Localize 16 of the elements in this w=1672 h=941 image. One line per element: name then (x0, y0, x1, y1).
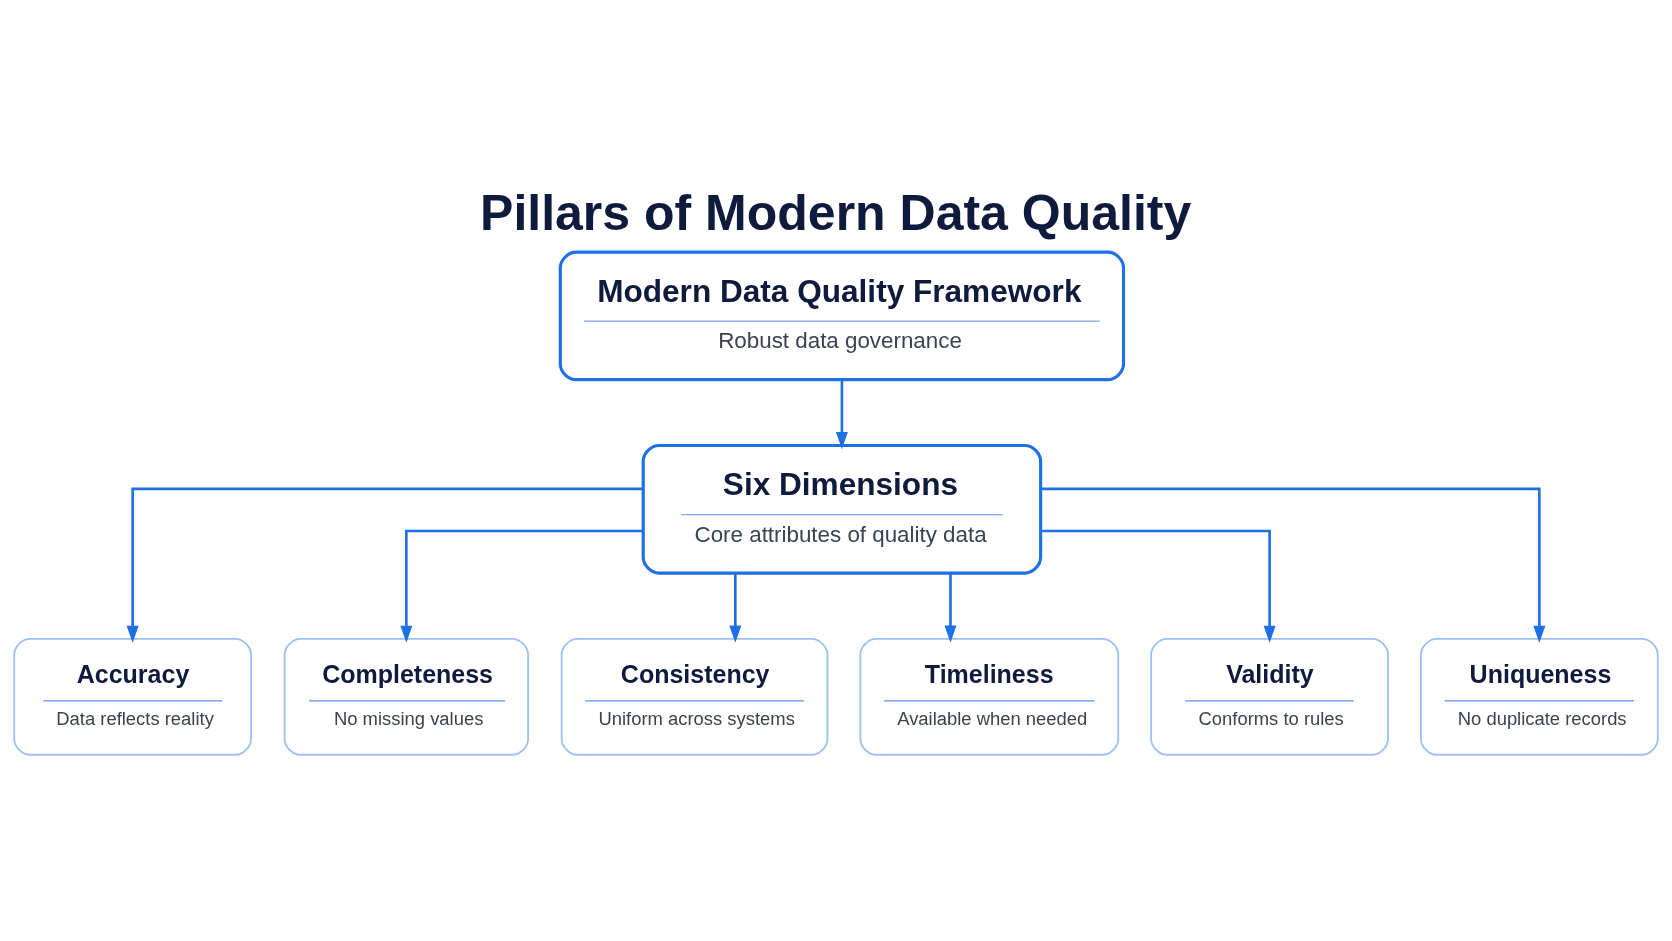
node-box: Accuracy Data reflects reality (13, 638, 252, 756)
arrow (835, 379, 848, 450)
node-box: Consistency Uniform across systems (560, 638, 829, 756)
node-box: Completeness No missing values (283, 638, 529, 756)
node-box: Six Dimensions Core attributes of quality data (641, 443, 1043, 575)
arrow (1040, 487, 1546, 643)
arrow (126, 487, 643, 643)
node-box: Modern Data Quality Framework Robust data governance (558, 250, 1126, 382)
diagram-title: Pillars of Modern Data Quality (480, 185, 1192, 242)
node-box: Timeliness Available when needed (859, 638, 1120, 756)
arrow (729, 573, 742, 643)
arrow (400, 529, 643, 643)
node-box: Uniqueness No duplicate records (1420, 638, 1659, 756)
arrow (944, 573, 957, 643)
node-box: Validity Conforms to rules (1150, 638, 1389, 756)
arrow (1040, 529, 1276, 643)
